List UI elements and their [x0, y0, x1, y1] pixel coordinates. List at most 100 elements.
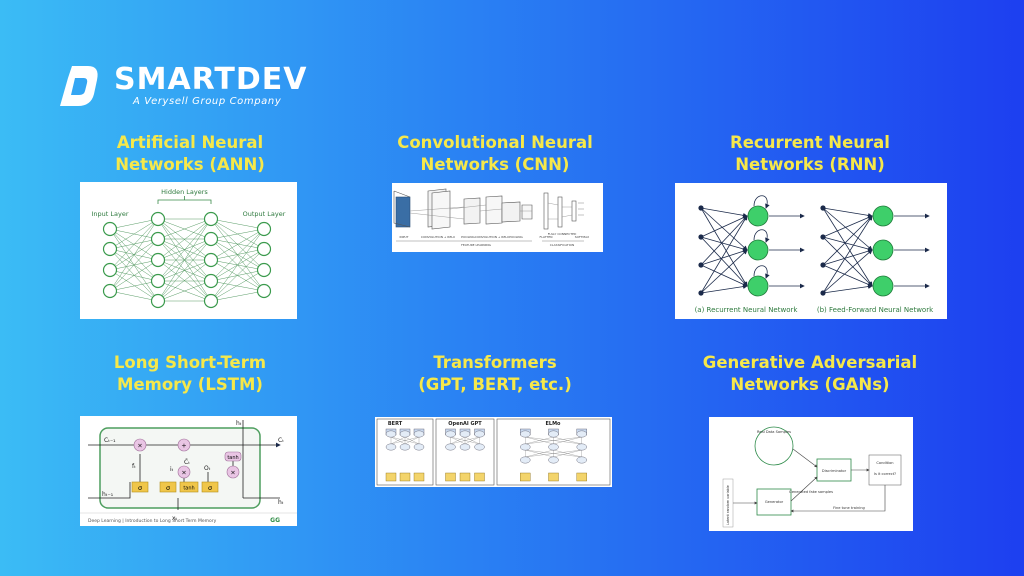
title-line: Transformers — [433, 353, 557, 372]
bert-gpt-elmo-svg: BERT OpenAI GPT ELMo — [376, 418, 611, 486]
trf-connection — [450, 436, 466, 445]
lstm-add-op: + — [181, 442, 186, 450]
ann-connection — [210, 228, 265, 261]
lstm-ft-label: fₜ — [132, 463, 136, 470]
ann-neuron — [102, 221, 118, 237]
ann-connection — [109, 269, 159, 302]
lstm-cell-svg: Cₜ₋₁ Cₜ hₜ₋₁ hₜ hₜ xₜ fₜ iₜ C̃ₜ Oₜ × + ×… — [80, 420, 297, 524]
rnn-connection — [700, 207, 748, 251]
ann-neuron — [256, 221, 272, 237]
rnn-connection — [700, 236, 748, 252]
ann-neuron — [203, 211, 219, 227]
ann-connection — [210, 290, 265, 302]
lstm-cprev-label: Cₜ₋₁ — [104, 437, 116, 444]
bert-label: BERT — [388, 421, 403, 427]
gan-diagram: Real Data Samples Discriminator Generato… — [709, 417, 913, 531]
rnn-connection — [700, 249, 748, 294]
gan-generator-label: Generator — [765, 500, 784, 504]
trf-hidden-unit — [576, 456, 587, 464]
lstm-ht-label: hₜ — [278, 499, 284, 506]
ann-connection — [109, 238, 159, 292]
brand-tagline: A Verysell Group Company — [133, 96, 282, 107]
trf-input-token — [385, 472, 397, 482]
ann-connection — [109, 218, 159, 230]
trf-hidden-unit — [474, 443, 485, 451]
rnn-connection — [822, 215, 873, 238]
ann-connection — [157, 218, 212, 261]
ann-connection — [109, 238, 159, 271]
lstm-ctilde-label: C̃ₜ — [184, 459, 190, 466]
lstm-ct-label: Cₜ — [278, 437, 284, 444]
title-line: Networks (RNN) — [735, 155, 885, 174]
trf-hidden-unit — [445, 443, 456, 451]
rnn-connection — [822, 215, 873, 266]
gan-discriminator-label: Discriminator — [822, 469, 847, 473]
brand-name: SMARTDEV — [114, 62, 308, 97]
rnn-input-node — [698, 262, 704, 268]
rnn-vs-ffnn-svg: (a) Recurrent Neural Network (b) Feed-Fo… — [695, 195, 934, 314]
ann-connection — [109, 290, 159, 302]
rnn-connection — [700, 236, 748, 287]
trf-connection — [553, 449, 582, 458]
trf-hidden-unit — [576, 430, 587, 438]
rnn-caption-a: (a) Recurrent Neural Network — [695, 306, 799, 314]
rnn-hidden-node — [872, 205, 894, 227]
trf-hidden-unit — [548, 456, 559, 464]
ann-connection — [210, 269, 265, 302]
ann-connection — [210, 228, 265, 302]
ann-connection — [109, 238, 159, 250]
input-layer-label: Input Layer — [91, 210, 128, 218]
trf-connection — [525, 436, 554, 445]
ann-connection — [157, 280, 212, 302]
ann-connection — [157, 218, 212, 302]
trf-input-token — [474, 472, 485, 482]
trf-input-token — [459, 472, 471, 482]
rnn-connection — [700, 207, 748, 218]
ann-connection — [210, 248, 265, 302]
lstm-output-sigma: σ — [208, 484, 212, 492]
ann-neuron — [150, 252, 166, 268]
title-line: Generative Adversarial — [702, 353, 918, 372]
lstm-output-mult: × — [230, 469, 235, 477]
rnn-connection — [822, 207, 873, 287]
trf-connection — [450, 436, 480, 445]
ann-connection — [109, 280, 159, 292]
ann-neuron — [256, 262, 272, 278]
rnn-connection — [822, 249, 873, 294]
title-line: Convolutional Neural — [397, 133, 593, 152]
cnn-architecture-svg: INPUT CONVOLUTION + RELU POOLING CONVOLU… — [393, 188, 589, 247]
lstm-hprev-label: hₜ₋₁ — [102, 491, 114, 498]
ann-network-svg: Hidden Layers Input Layer Output Layer — [91, 188, 286, 309]
lstm-forget-mult: × — [137, 442, 142, 450]
rnn-input-node — [698, 290, 704, 296]
ann-neuron — [102, 262, 118, 278]
transformers-diagram: BERT OpenAI GPT ELMo — [375, 417, 612, 487]
lstm-candidate-tanh: tanh — [183, 486, 194, 492]
trf-input-token — [520, 472, 531, 482]
trf-connection — [525, 436, 582, 445]
ann-connection — [210, 228, 265, 282]
ann-neuron — [203, 252, 219, 268]
rnn-connection — [822, 207, 873, 218]
rnn-caption-b: (b) Feed-Forward Neural Network — [817, 306, 934, 314]
ann-neuron — [203, 231, 219, 247]
ann-neuron — [256, 241, 272, 257]
gan-flow-svg: Real Data Samples Discriminator Generato… — [722, 426, 902, 528]
elmo-label: ELMo — [545, 421, 561, 427]
ann-connection — [109, 218, 159, 292]
ann-connection — [210, 228, 265, 240]
rnn-input-node — [820, 290, 826, 296]
trf-connection — [404, 436, 420, 445]
cnn-caption-conv1: CONVOLUTION + RELU — [421, 235, 455, 239]
cnn-caption-flatten: FLATTEN — [539, 235, 552, 239]
hidden-layers-label: Hidden Layers — [161, 188, 208, 196]
gfg-logo-icon: GG — [270, 517, 280, 524]
ann-connection — [157, 259, 212, 302]
lstm-it-label: iₜ — [170, 466, 174, 473]
rnn-connection — [822, 284, 873, 294]
cnn-group-feature-learning: FEATURE LEARNING — [461, 243, 491, 247]
trf-connection — [525, 449, 554, 458]
lstm-ot-label: Oₜ — [204, 465, 211, 472]
trf-connection — [464, 436, 480, 445]
input-image-icon — [395, 196, 411, 228]
